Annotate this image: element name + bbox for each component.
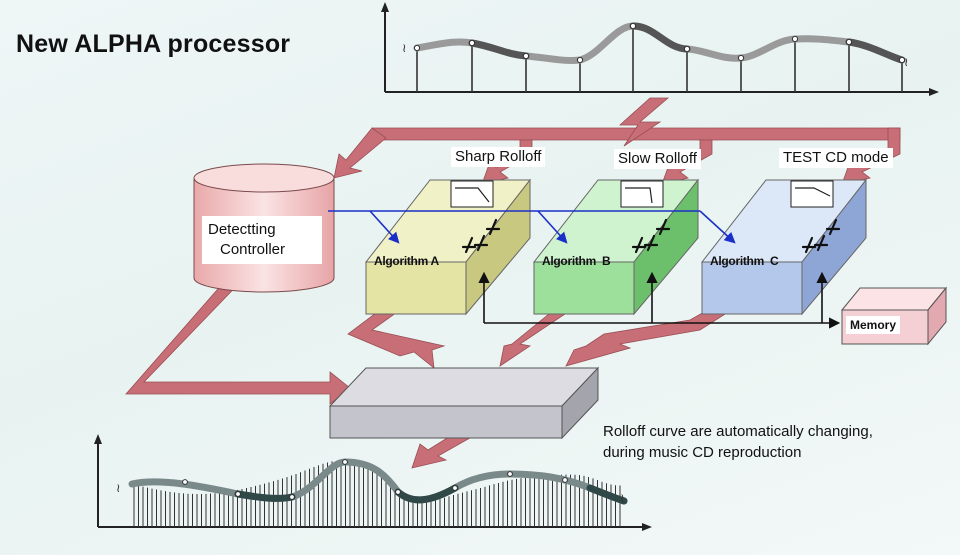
caption-line2: during music CD reproduction: [603, 444, 802, 461]
controller-label: Detectting Controller: [202, 216, 322, 264]
svg-text:≀: ≀: [116, 481, 121, 495]
output-waveform: ≀ ≀: [94, 434, 652, 531]
svg-text:≀: ≀: [904, 55, 909, 69]
control-signal-lines: [328, 210, 736, 244]
slow-rolloff-icon: [620, 180, 664, 208]
svg-text:≀: ≀: [402, 41, 407, 55]
caption: Rolloff curve are automatically changing…: [603, 421, 943, 463]
memory-block: [840, 286, 948, 346]
sharp-rolloff-icon: [450, 180, 494, 208]
algorithm-c-block: [700, 178, 868, 316]
algorithm-b-block: [532, 178, 700, 316]
slow-rolloff-label: Slow Rolloff: [614, 149, 701, 169]
svg-text:≀: ≀: [620, 491, 625, 505]
algorithm-b-label: Algorithm B: [542, 254, 611, 268]
algorithm-glyph-marks: [461, 218, 841, 254]
algorithm-c-label: Algorithm C: [710, 254, 779, 268]
input-waveform: ≀ ≀: [381, 2, 939, 96]
algorithm-a-block: [364, 178, 532, 316]
test-cd-mode-icon: [790, 180, 834, 208]
sharp-rolloff-label: Sharp Rolloff: [451, 147, 546, 167]
controller-label-line2: Controller: [220, 241, 286, 258]
memory-feedback-lines: [478, 271, 841, 329]
caption-line1: Rolloff curve are automatically changing…: [603, 423, 873, 440]
test-cd-mode-label: TEST CD mode: [779, 148, 893, 168]
page-title: New ALPHA processor: [16, 30, 291, 58]
output-processor-block: [328, 366, 600, 440]
algorithm-a-label: Algorithm A: [374, 254, 439, 268]
memory-label: Memory: [846, 316, 901, 334]
controller-label-line1: Detectting: [208, 221, 276, 238]
